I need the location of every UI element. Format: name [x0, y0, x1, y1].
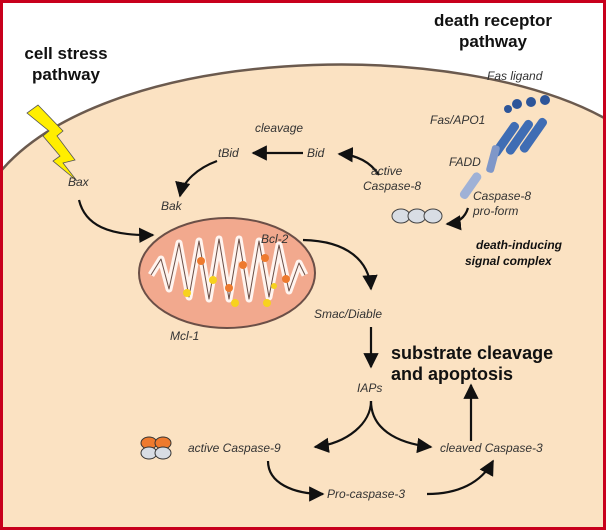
- cell-stress-label: cell stress: [24, 44, 107, 63]
- arrow-caspase8-to-bid: [337, 147, 380, 176]
- fadd-icon: [486, 145, 500, 173]
- death-receptor-label-line2: pathway: [459, 32, 528, 51]
- substrate-cleavage-label: substrate cleavage: [391, 343, 553, 363]
- procaspase3-label: Pro-caspase-3: [327, 487, 405, 501]
- iaps-branch-right: [369, 400, 433, 454]
- cell-stress-label-line2: pathway: [32, 65, 101, 84]
- cleavage-label: cleavage: [255, 121, 303, 135]
- bak-label: Bak: [161, 199, 183, 213]
- caspase8-proform-label: Caspase-8: [473, 189, 531, 203]
- active-caspase8-label: active: [371, 164, 403, 178]
- arrow-caspase9-to-procaspase3: [266, 460, 325, 502]
- bid-label: Bid: [307, 146, 325, 160]
- fas-ligand-label: Fas ligand: [487, 69, 543, 83]
- disc-label-line2: signal complex: [465, 254, 553, 268]
- lightning-bolt-icon: [26, 104, 78, 182]
- active-caspase9-label: active Caspase-9: [188, 441, 281, 455]
- apoptosis-diagram: cell stress pathway death receptor pathw…: [3, 11, 603, 527]
- fas-apo1-label: Fas/APO1: [430, 113, 485, 127]
- tbid-label: tBid: [218, 146, 239, 160]
- active-caspase8-label-line2: Caspase-8: [363, 179, 421, 193]
- smac-diable-label: Smac/Diable: [314, 307, 382, 321]
- mcl1-label: Mcl-1: [170, 329, 199, 343]
- caspase8-proform-label-line2: pro-form: [472, 204, 518, 218]
- arrow-tbid-to-bak: [175, 159, 218, 198]
- death-receptor-label: death receptor: [434, 11, 552, 30]
- arrow-caspase8-proform-to-dimer: [445, 207, 470, 231]
- iaps-label: IAPs: [357, 381, 382, 395]
- bcl2-label: Bcl-2: [261, 232, 289, 246]
- apoptosis-label: and apoptosis: [391, 364, 513, 384]
- arrow-bax-to-mito: [77, 199, 155, 244]
- iaps-branch-left: [313, 400, 373, 453]
- arrow-procaspase3-to-cleaved: [426, 459, 494, 496]
- caspase8-dimer-icon: [391, 208, 443, 224]
- cleaved-caspase3-label: cleaved Caspase-3: [440, 441, 543, 455]
- disc-label: death-inducing: [476, 238, 563, 252]
- bax-label: Bax: [68, 175, 90, 189]
- caspase8-proform-icon: [459, 172, 482, 200]
- mitochondrion-icon: [138, 217, 316, 329]
- arrow-bcl2-to-smac: [302, 238, 378, 291]
- caspase9-icon: [140, 436, 172, 460]
- fadd-label: FADD: [449, 155, 481, 169]
